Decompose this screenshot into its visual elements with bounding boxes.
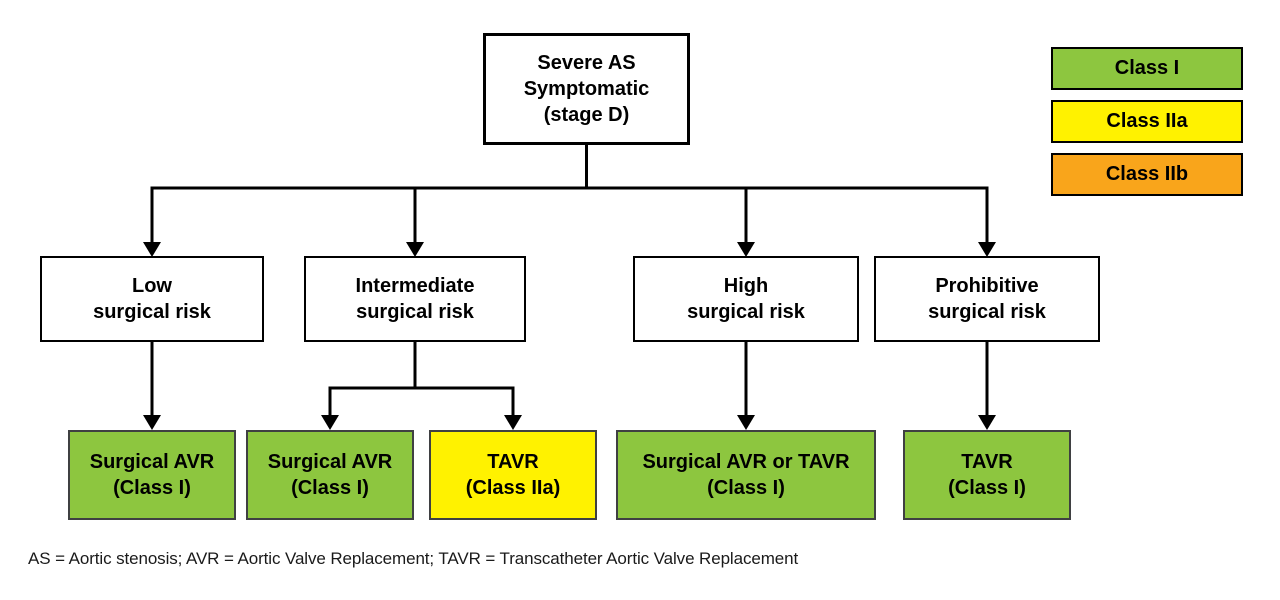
arrow-down-icon [143,415,161,430]
arrow-down-icon [737,242,755,257]
arrow-down-icon [321,415,339,430]
outcome-node-surgical-avr-intermediate: Surgical AVR (Class I) [246,430,414,520]
legend-item-class-i: Class I [1051,47,1243,90]
outcome-node-tavr-prohibitive: TAVR (Class I) [903,430,1071,520]
arrow-down-icon [978,415,996,430]
outcome-node-surgical-avr-low: Surgical AVR (Class I) [68,430,236,520]
outcome-node-surgical-avr-or-tavr-high: Surgical AVR or TAVR (Class I) [616,430,876,520]
risk-node-prohibitive: Prohibitive surgical risk [874,256,1100,342]
arrow-down-icon [978,242,996,257]
legend-item-class-iib: Class IIb [1051,153,1243,196]
arrow-down-icon [143,242,161,257]
arrow-down-icon [737,415,755,430]
risk-node-high: High surgical risk [633,256,859,342]
abbreviations-footnote: AS = Aortic stenosis; AVR = Aortic Valve… [28,549,799,568]
arrow-down-icon [504,415,522,430]
connector-root-to-risks [150,145,989,243]
arrow-down-icon [406,242,424,257]
outcome-node-tavr-intermediate: TAVR (Class IIa) [429,430,597,520]
root-branch-arrowheads [143,242,996,257]
legend-item-class-iia: Class IIa [1051,100,1243,143]
node-severe-as-symptomatic: Severe AS Symptomatic (stage D) [483,33,690,145]
connector-intermediate-to-outcomes [328,341,515,416]
risk-node-intermediate: Intermediate surgical risk [304,256,526,342]
risk-node-low: Low surgical risk [40,256,264,342]
